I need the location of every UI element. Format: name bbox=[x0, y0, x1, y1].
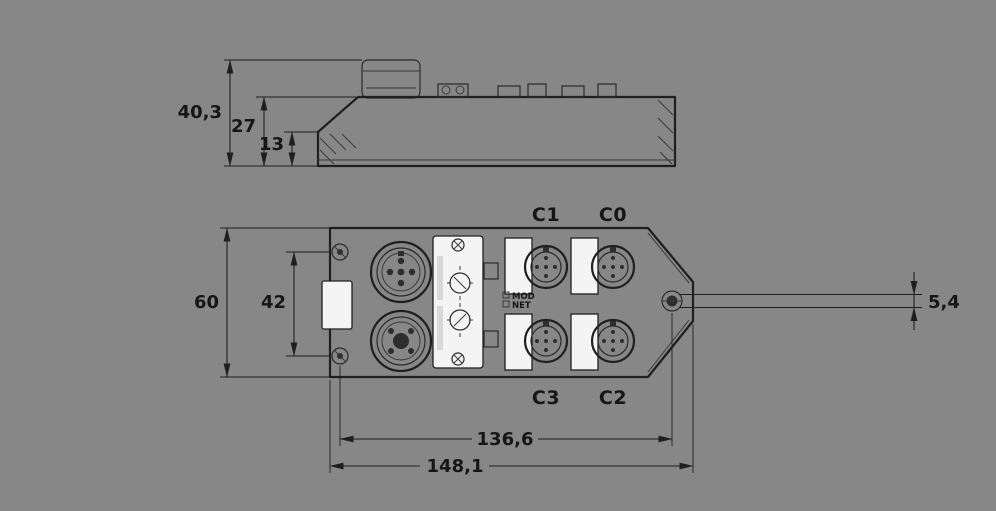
keyway-top bbox=[398, 251, 404, 256]
io-connector-c2 bbox=[590, 318, 636, 364]
front-dimensions: 60 42 5,4 136,6 148,1 bbox=[194, 227, 960, 477]
plate-clip-top bbox=[483, 262, 499, 280]
dimension-hole-diameter-54: 5,4 bbox=[680, 272, 960, 330]
side-port-a-pin1 bbox=[441, 85, 451, 95]
net-led-label: NET bbox=[512, 301, 531, 311]
io-connector-c1 bbox=[523, 244, 569, 290]
dimension-total-height: 40,3 bbox=[178, 59, 362, 167]
port-label-c2: C2 bbox=[599, 387, 627, 409]
dimension-body-height: 27 bbox=[231, 96, 356, 167]
port-label-c1: C1 bbox=[532, 204, 560, 226]
side-label-plate bbox=[321, 280, 353, 330]
status-leds: MOD NET bbox=[502, 291, 535, 311]
dimension-hole-spacing-42: 42 bbox=[261, 251, 330, 357]
dimension-base-height: 13 bbox=[259, 131, 318, 167]
io-connector-c0 bbox=[590, 244, 636, 290]
label-window-c1 bbox=[504, 237, 533, 295]
plate-clip-bottom bbox=[483, 330, 499, 348]
plate-screw-bottom bbox=[451, 352, 465, 366]
side-view bbox=[316, 59, 677, 168]
rotary-switch-high bbox=[447, 266, 473, 300]
io-connector-c3 bbox=[523, 318, 569, 364]
side-body-outline bbox=[316, 95, 677, 168]
side-port-a bbox=[437, 83, 469, 98]
side-port-c bbox=[527, 83, 547, 98]
front-view: MOD NET bbox=[321, 204, 695, 409]
dim-hole-diameter-label: 5,4 bbox=[928, 292, 960, 313]
dim-width-mount-label: 136,6 bbox=[477, 429, 534, 450]
side-top-ports bbox=[437, 83, 617, 98]
fieldbus-connector-top bbox=[369, 240, 433, 304]
side-port-b bbox=[497, 85, 521, 98]
fine-print-block-1 bbox=[437, 256, 443, 300]
side-port-a-pin2 bbox=[455, 85, 465, 95]
label-window-c0 bbox=[570, 237, 599, 295]
dimension-width-1481: 148,1 bbox=[329, 324, 694, 477]
plate-screw-top bbox=[451, 238, 465, 252]
mount-hole-top-left bbox=[331, 243, 349, 261]
dimension-width-1366: 136,6 bbox=[339, 313, 673, 450]
dim-width-total-label: 148,1 bbox=[427, 456, 484, 477]
side-hatching bbox=[319, 99, 674, 165]
net-led bbox=[502, 300, 510, 308]
mod-led bbox=[502, 291, 510, 299]
dim-total-height-label: 40,3 bbox=[178, 102, 222, 123]
fieldbus-connector-bottom bbox=[369, 309, 433, 373]
chamfer-top-inner bbox=[647, 232, 690, 284]
side-port-d bbox=[561, 85, 585, 98]
mod-led-label: MOD bbox=[512, 292, 535, 302]
label-window-c2 bbox=[570, 313, 599, 371]
dim-height-label: 60 bbox=[194, 292, 219, 313]
mount-hole-bottom-left bbox=[331, 347, 349, 365]
port-label-c3: C3 bbox=[532, 387, 560, 409]
dim-base-height-label: 13 bbox=[259, 134, 284, 155]
dimension-height-60: 60 bbox=[194, 227, 330, 378]
address-label-plate bbox=[432, 235, 499, 369]
side-dimensions: 40,3 27 13 bbox=[178, 59, 362, 167]
chamfer-bottom-inner bbox=[647, 319, 690, 373]
side-port-e bbox=[597, 83, 617, 98]
label-window-c3 bbox=[504, 313, 533, 371]
dim-hole-spacing-label: 42 bbox=[261, 292, 286, 313]
dim-body-height-label: 27 bbox=[231, 116, 256, 137]
mount-hole-right bbox=[661, 290, 683, 312]
fine-print-block-2 bbox=[437, 306, 443, 350]
port-label-c0: C0 bbox=[599, 204, 627, 226]
rotary-switch-low bbox=[447, 303, 473, 337]
